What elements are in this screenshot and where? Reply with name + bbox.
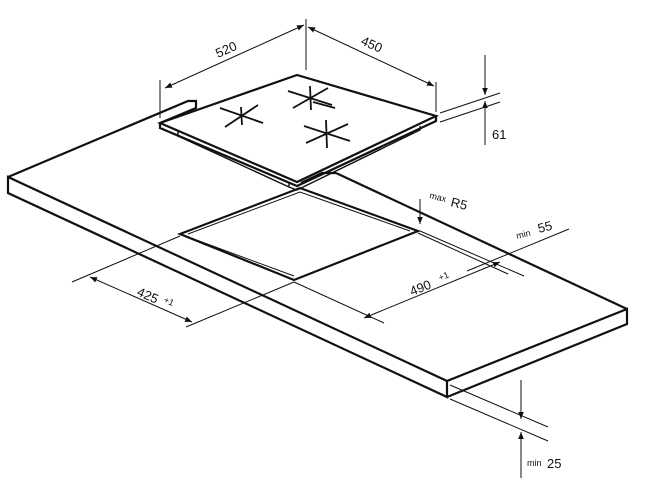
label-cutout-depth-tol: +1 — [162, 295, 175, 308]
hob — [156, 73, 440, 191]
label-corner-radius-prefix: max — [429, 190, 448, 204]
label-corner-radius: R5 — [449, 194, 469, 213]
label-worktop-thickness: 25 — [547, 456, 561, 471]
dim-cutout-depth: 425 +1 — [71, 235, 295, 328]
dim-edge-distance: min 55 — [419, 218, 570, 277]
zone-front-left-icon — [219, 104, 264, 128]
label-hob-width: 520 — [213, 38, 239, 61]
cooking-zones — [219, 85, 351, 149]
zone-front-right-icon — [303, 119, 351, 149]
worktop — [6, 99, 629, 399]
label-edge-distance-prefix: min — [515, 228, 532, 241]
dim-hob-depth: 450 — [307, 26, 437, 112]
label-cutout-width-tol: +1 — [437, 270, 450, 283]
label-hob-height: 61 — [492, 127, 506, 142]
dim-corner-radius: max R5 — [417, 190, 469, 224]
zone-rear-right-icon — [312, 101, 336, 109]
dim-hob-height: 61 — [439, 55, 506, 145]
zone-rear-left-icon — [287, 85, 333, 111]
dim-worktop-thickness: min 25 — [449, 380, 561, 478]
label-edge-distance: 55 — [536, 218, 554, 236]
label-worktop-thickness-prefix: min — [527, 458, 542, 468]
cutout-opening — [176, 186, 422, 282]
label-cutout-depth: 425 — [135, 284, 161, 307]
dim-cutout-width: 490 +1 — [293, 232, 509, 324]
label-cutout-width: 490 — [408, 277, 434, 299]
